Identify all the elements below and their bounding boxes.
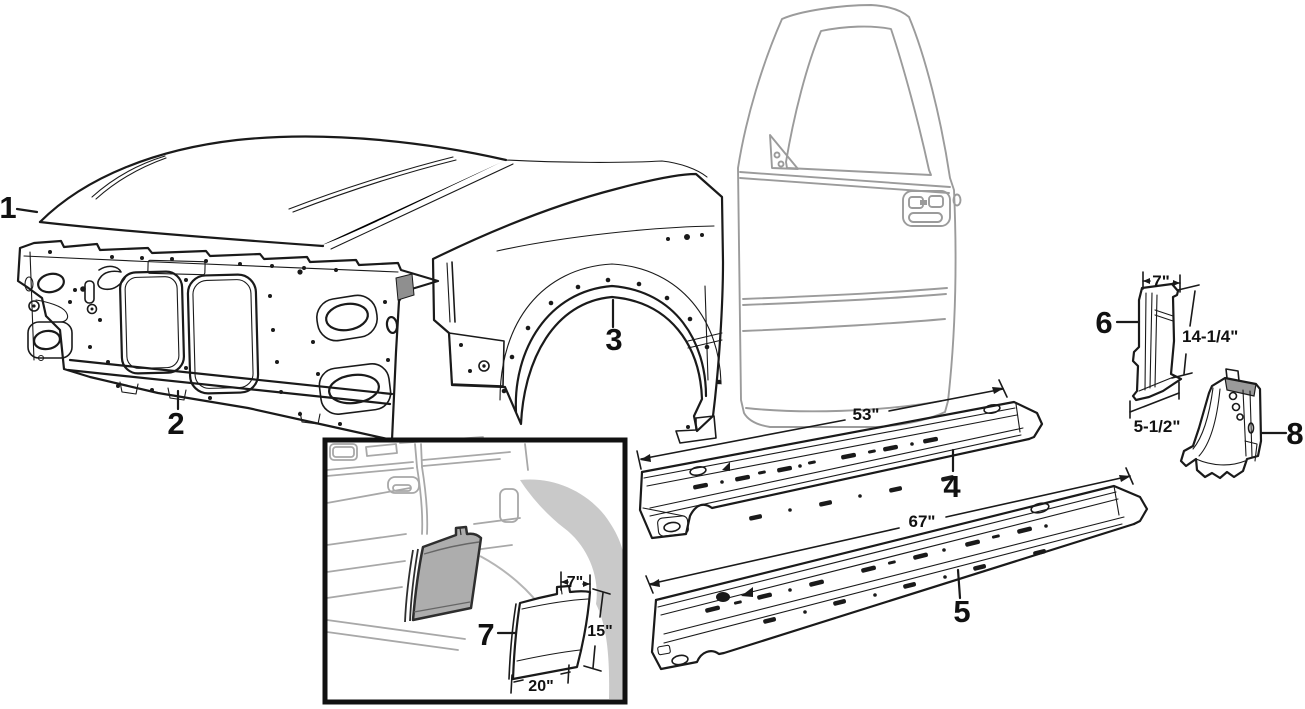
fender-callout: 3 [605, 298, 623, 357]
dim-pillar-height: 14-1/4" [1182, 327, 1238, 346]
hood-illustration [38, 135, 708, 250]
dim-patch-bottom-width: 20" [528, 678, 553, 695]
rocker-67-callout: 5 [953, 568, 971, 629]
hood-callout: 1 [0, 190, 39, 225]
support-rivet-dots [48, 250, 390, 426]
fender-arch-bolt-dots [501, 277, 722, 394]
rocker-53-callout: 4 [943, 448, 961, 504]
part-label-hood: 1 [0, 190, 17, 225]
pillar-callout: 6 [1095, 305, 1141, 340]
radiator-support-illustration [16, 239, 440, 442]
rocker-67-illustration: 67" [645, 467, 1149, 671]
cab-corner-callout: 8 [1260, 416, 1304, 451]
installed-patch-panel [411, 525, 483, 622]
part-label-rocker-53: 4 [943, 469, 961, 504]
part-label-patch: 7 [477, 617, 494, 652]
radiator-support-callout: 2 [167, 389, 185, 441]
dim-patch-top-width: 7" [567, 574, 583, 591]
rocker-53-illustration: 53" [636, 379, 1044, 540]
patch-panel-part-drawing: 7" 15" 20" [508, 571, 613, 695]
part-label-rocker-67: 5 [953, 594, 970, 629]
rocker-53-slots [693, 436, 955, 521]
door-handle [902, 190, 951, 227]
inset-border [322, 437, 628, 705]
inset-cab-lines [326, 436, 529, 651]
dim-pillar-base-width: 5-1/2" [1134, 417, 1181, 436]
part-label-pillar: 6 [1095, 305, 1112, 340]
part-label-radiator-support: 2 [167, 406, 184, 441]
dim-rocker-53-length: 53" [853, 405, 880, 424]
door-reference-illustration [737, 4, 962, 428]
part-label-fender: 3 [605, 322, 622, 357]
inset-patch-panel-view: 7" 15" 20" 7 [322, 436, 628, 705]
fender-illustration [431, 172, 725, 444]
dim-rocker-67-length: 67" [909, 512, 936, 531]
pillar-illustration: 7" 14-1/4" 5-1/2" [1129, 271, 1238, 436]
cab-corner-illustration [1179, 368, 1263, 480]
dim-patch-height: 15" [587, 623, 612, 640]
part-label-cab-corner: 8 [1286, 416, 1303, 451]
inset-wheel-arch-shading [520, 479, 627, 699]
rocker-67-slots [705, 524, 1048, 624]
dim-pillar-top-width: 7" [1152, 272, 1170, 291]
